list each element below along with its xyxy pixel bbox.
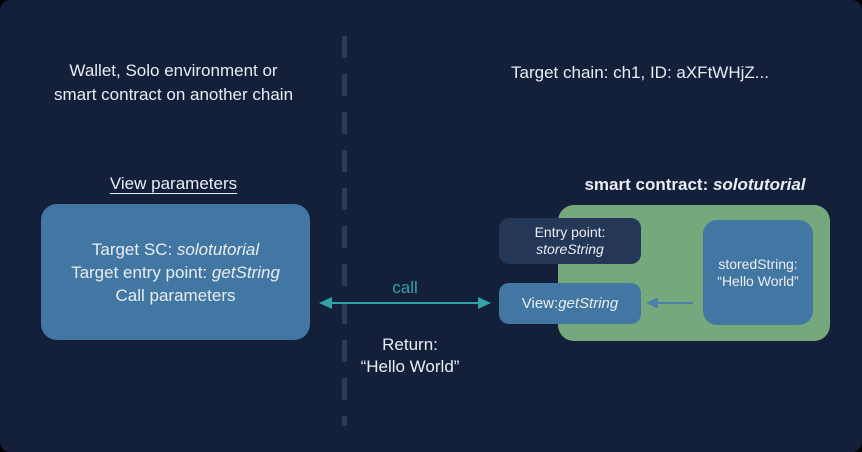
view-parameters-box: Target SC: solotutorial Target entry poi… xyxy=(41,204,310,340)
params-target-sc-line: Target SC: solotutorial xyxy=(92,238,259,261)
return-label: Return: “Hello World” xyxy=(330,334,490,378)
caller-description-line2: smart contract on another chain xyxy=(53,85,294,104)
call-label: call xyxy=(392,278,418,297)
view-function-box: View: getString xyxy=(499,283,641,324)
caller-description: Wallet, Solo environment or smart contra… xyxy=(20,59,327,107)
params-entry-point-prefix: Target entry point: xyxy=(71,262,212,282)
entry-point-function: storeString xyxy=(536,241,604,257)
view-parameters-title: View parameters xyxy=(109,174,238,193)
params-entry-point-line: Target entry point: getString xyxy=(71,261,280,284)
stored-string-label: storedString: xyxy=(718,255,798,272)
caller-description-line1: Wallet, Solo environment or xyxy=(69,61,278,80)
stored-string-box: storedString: “Hello World” xyxy=(703,220,813,325)
chain-boundary-divider xyxy=(342,36,347,426)
entry-point-box: Entry point: storeString xyxy=(499,218,641,264)
params-entry-point-value: getString xyxy=(211,262,280,282)
view-function-prefix: View: xyxy=(521,295,559,312)
params-call-parameters-line: Call parameters xyxy=(115,285,236,305)
params-target-sc-prefix: Target SC: xyxy=(91,239,177,259)
smart-contract-name: solotutorial xyxy=(712,175,806,194)
params-target-sc-value: solotutorial xyxy=(176,239,260,259)
stored-string-value: “Hello World” xyxy=(717,272,799,289)
view-function-name: getString xyxy=(558,295,619,312)
return-label-line2: “Hello World” xyxy=(360,357,460,376)
smart-contract-label: smart contract: solotutorial xyxy=(560,175,830,195)
stored-to-view-arrow-icon xyxy=(646,296,694,310)
call-arrow-icon xyxy=(318,295,492,311)
target-chain-label: Target chain: ch1, ID: aXFtWHjZ... xyxy=(511,63,769,82)
return-label-line1: Return: xyxy=(382,335,438,354)
entry-point-label: Entry point: xyxy=(534,224,606,240)
smart-contract-label-prefix: smart contract: xyxy=(584,175,713,194)
